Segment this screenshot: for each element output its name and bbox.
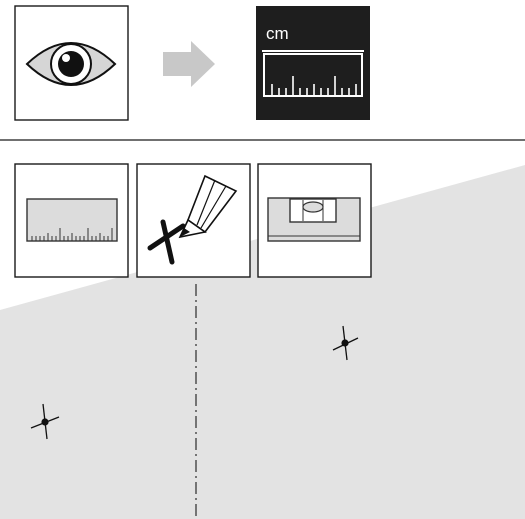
arrow-right-icon (163, 41, 215, 87)
ruler-panel (14, 163, 129, 278)
unit-label: cm (266, 24, 289, 43)
crosshair-mark-icon (332, 325, 359, 361)
spirit-level-icon (267, 197, 361, 242)
level-panel (257, 163, 372, 278)
unit-display-panel: cm (256, 6, 370, 120)
ruler-cm-icon (262, 50, 364, 97)
eye-icon (25, 42, 117, 86)
pencil-panel (136, 163, 251, 278)
ruler-icon (26, 198, 118, 242)
pencil-mark-icon (147, 174, 238, 265)
wall-surface (0, 165, 525, 519)
crosshair-mark-icon (30, 403, 60, 440)
eye-panel (14, 5, 129, 121)
